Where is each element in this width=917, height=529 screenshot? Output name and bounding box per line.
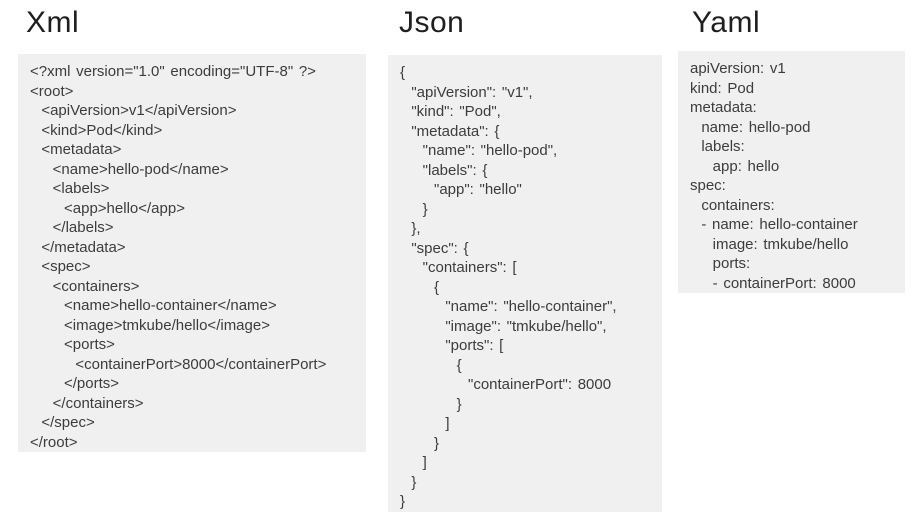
yaml-code-block: apiVersion: v1 kind: Pod metadata: name:… [678,51,905,293]
xml-column-title: Xml [26,6,80,39]
yaml-column-title: Yaml [692,6,761,39]
xml-code-block: <?xml version="1.0" encoding="UTF-8" ?> … [18,54,366,452]
json-column-title: Json [399,6,465,39]
json-code-block: { "apiVersion": "v1", "kind": "Pod", "me… [388,55,662,512]
